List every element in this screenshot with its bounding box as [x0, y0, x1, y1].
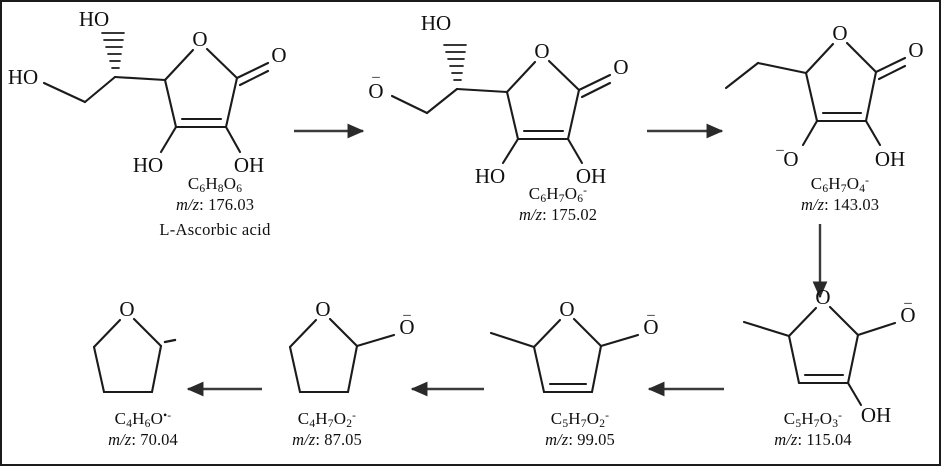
charge-minus-3: –: [775, 142, 784, 158]
charge-minus-6: –: [402, 307, 411, 323]
formula-7: C4H6O•-: [114, 409, 172, 431]
atom-label-ho-left-2: HO: [475, 164, 505, 188]
atom-label-ring-o-6: O: [315, 297, 330, 321]
atom-label-carbonyl-o: O: [271, 43, 286, 67]
charge-minus-2: –: [371, 69, 380, 85]
atom-label-ho-left: HO: [133, 153, 163, 177]
atom-label-ho-terminal: HO: [8, 65, 38, 89]
species-caption-3: C6H7O4- m/z: 143.03: [770, 174, 910, 215]
species-caption-7: C4H6O•- m/z: 70.04: [73, 409, 213, 450]
atom-label-oh-right-2: OH: [576, 164, 606, 188]
atom-label-ring-o-7: O: [119, 297, 134, 321]
species-caption-4: C5H7O3- m/z: 115.04: [743, 409, 883, 450]
structure-c6h7o6-anion: [390, 44, 612, 165]
atom-label-oh-right: OH: [234, 153, 264, 177]
species-caption-6: C4H7O2- m/z: 87.05: [257, 409, 397, 450]
atom-label-alkoxide-4: O: [900, 303, 915, 327]
mz-4: m/z: 115.04: [774, 430, 852, 450]
atom-label-ring-o-5: O: [559, 297, 574, 321]
structure-c4h7o2-anion: [288, 317, 396, 394]
atom-label-ring-o: O: [192, 27, 207, 51]
formula-2: C6H7O6-: [528, 184, 588, 206]
species-caption-1: C6H8O6 m/z: 176.03 L-Ascorbic acid: [145, 174, 285, 240]
atom-label-ho-stereo: HO: [79, 7, 109, 31]
species-caption-5: C5H7O2- m/z: 99.05: [510, 409, 650, 450]
atom-label-carbonyl-o-2: O: [613, 55, 628, 79]
atom-label-oh-4: OH: [861, 403, 891, 427]
atom-label-oh-right-3: OH: [875, 147, 905, 171]
atom-label-alkoxide-5: O: [643, 315, 658, 339]
formula-5: C5H7O2-: [550, 409, 610, 431]
structure-c5h7o3-anion: [742, 305, 897, 407]
species-caption-2: C6H7O6- m/z: 175.02: [488, 184, 628, 225]
structure-c6h7o4-anion: [724, 41, 907, 147]
common-name-1: L-Ascorbic acid: [159, 220, 271, 240]
formula-1: C6H8O6: [187, 174, 243, 196]
formula-3: C6H7O4-: [810, 174, 870, 196]
charge-minus-4: –: [903, 295, 912, 311]
formula-6: C4H7O2-: [297, 409, 357, 431]
atom-label-carbonyl-o-3: O: [908, 38, 923, 62]
structure-c4h6o-radical-anion: [92, 317, 177, 394]
mz-7: m/z: 70.04: [108, 430, 178, 450]
structure-c5h7o2-anion: [489, 317, 640, 394]
atom-label-alkoxide-3: O: [783, 147, 798, 171]
atom-label-ho-stereo-2: HO: [421, 11, 451, 35]
mz-6: m/z: 87.05: [292, 430, 362, 450]
formula-4: C5H7O3-: [783, 409, 843, 431]
mz-5: m/z: 99.05: [545, 430, 615, 450]
structure-ascorbic-acid: [42, 32, 270, 154]
atom-labels: O O OH HO HO HO O O OH HO HO O – O O OH …: [8, 7, 924, 427]
mz-2: m/z: 175.02: [518, 205, 598, 225]
atom-label-ring-o-4: O: [815, 285, 830, 309]
atom-label-alkoxide-6: O: [399, 315, 414, 339]
mz-3: m/z: 143.03: [800, 195, 880, 215]
charge-minus-5: –: [646, 307, 655, 323]
mz-1: m/z: 176.03: [175, 195, 255, 215]
atom-label-alkoxide-2: O: [368, 79, 383, 103]
atom-label-ring-o-2: O: [534, 39, 549, 63]
atom-label-ring-o-3: O: [832, 21, 847, 45]
